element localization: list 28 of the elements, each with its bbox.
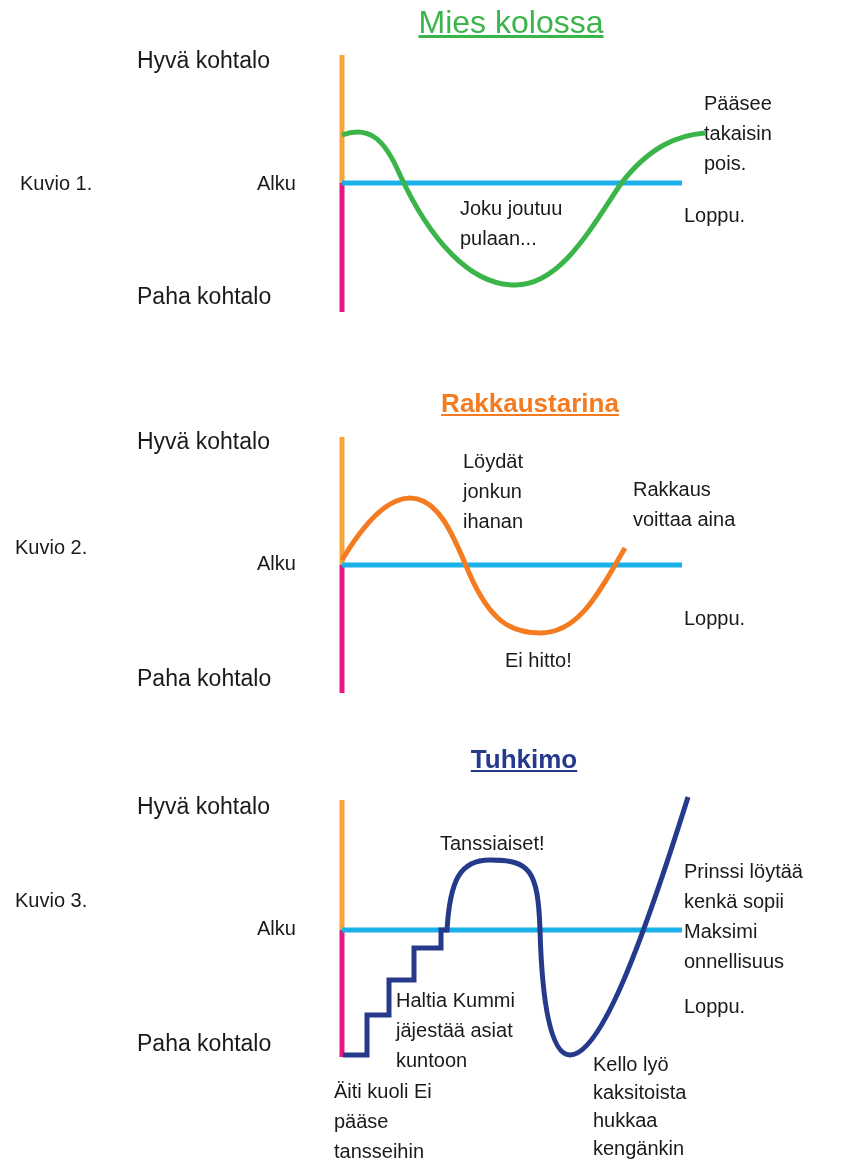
annotation-text: Äiti kuoli Ei pääse tansseihin bbox=[334, 1079, 433, 1164]
axis-label: Alku bbox=[257, 171, 296, 196]
annotation-text: Tanssiaiset! bbox=[440, 831, 545, 856]
annotation-text: Haltia Kummi jäjestää asiat kuntoon bbox=[396, 988, 516, 1073]
annotation-text: Kello lyö kaksitoista hukkaa kengänkin bbox=[593, 1052, 688, 1161]
axis-label: Alku bbox=[257, 551, 296, 576]
axis-label: Hyvä kohtalo bbox=[137, 46, 270, 75]
annotation-text: Ei hitto! bbox=[505, 648, 572, 673]
axis-label: Hyvä kohtalo bbox=[137, 427, 270, 456]
annotation-text: Joku joutuu pulaan... bbox=[460, 196, 564, 251]
figure-caption: Kuvio 3. bbox=[15, 888, 88, 913]
axis-label: Alku bbox=[257, 916, 296, 941]
figure-caption: Kuvio 2. bbox=[15, 535, 88, 560]
annotation-text: Prinssi löytää kenkä sopii Maksimi onnellisuus bbox=[684, 859, 804, 974]
annotation-text: Rakkaus voittaa aina bbox=[633, 477, 737, 532]
chart-title: Rakkaustarina bbox=[441, 388, 619, 419]
chart-title: Mies kolossa bbox=[418, 4, 604, 41]
annotation-text: Löydät jonkun ihanan bbox=[463, 449, 525, 534]
figure-caption: Kuvio 1. bbox=[20, 171, 93, 196]
axis-label: Paha kohtalo bbox=[137, 1029, 272, 1058]
annotation-text: Pääsee takaisin pois. bbox=[704, 91, 773, 176]
end-label: Loppu. bbox=[684, 203, 746, 228]
end-label: Loppu. bbox=[684, 994, 746, 1019]
chart-title: Tuhkimo bbox=[470, 744, 578, 775]
axis-label: Hyvä kohtalo bbox=[137, 792, 270, 821]
end-label: Loppu. bbox=[684, 606, 746, 631]
axis-label: Paha kohtalo bbox=[137, 664, 272, 693]
axis-label: Paha kohtalo bbox=[137, 282, 272, 311]
